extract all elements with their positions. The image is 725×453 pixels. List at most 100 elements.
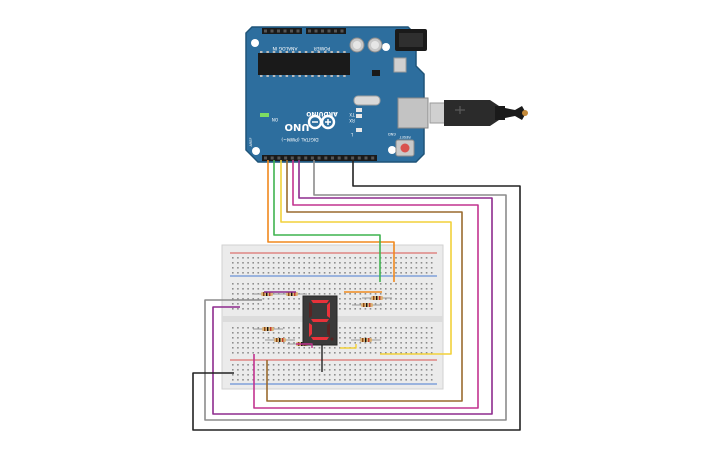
breadboard-hole[interactable]: [415, 352, 418, 354]
breadboard-hole[interactable]: [303, 347, 305, 349]
breadboard-hole[interactable]: [283, 283, 285, 285]
breadboard-hole[interactable]: [308, 379, 311, 381]
resistor[interactable]: [277, 292, 307, 296]
breadboard-hole[interactable]: [323, 374, 326, 376]
breadboard-hole[interactable]: [237, 369, 239, 371]
breadboard-hole[interactable]: [359, 283, 362, 285]
breadboard-hole[interactable]: [405, 288, 407, 290]
breadboard-hole[interactable]: [252, 303, 254, 305]
breadboard-hole[interactable]: [359, 369, 362, 371]
breadboard-hole[interactable]: [262, 283, 265, 285]
breadboard-hole[interactable]: [293, 298, 295, 300]
breadboard-hole[interactable]: [410, 364, 413, 366]
breadboard-hole[interactable]: [283, 272, 285, 274]
breadboard-hole[interactable]: [277, 347, 280, 349]
breadboard-hole[interactable]: [272, 352, 275, 354]
breadboard-hole[interactable]: [415, 267, 418, 269]
breadboard-hole[interactable]: [359, 379, 362, 381]
breadboard-hole[interactable]: [283, 379, 285, 381]
breadboard-hole[interactable]: [390, 364, 392, 366]
breadboard-hole[interactable]: [359, 303, 362, 305]
resistor[interactable]: [362, 296, 392, 300]
breadboard-hole[interactable]: [405, 332, 407, 334]
breadboard-hole[interactable]: [262, 267, 265, 269]
digital-pin[interactable]: [297, 156, 301, 160]
breadboard-hole[interactable]: [359, 352, 362, 354]
breadboard-hole[interactable]: [339, 262, 341, 264]
breadboard-hole[interactable]: [298, 303, 300, 305]
breadboard-hole[interactable]: [334, 364, 336, 366]
breadboard-hole[interactable]: [237, 327, 239, 329]
breadboard-hole[interactable]: [390, 283, 392, 285]
breadboard-hole[interactable]: [277, 257, 280, 259]
breadboard-hole[interactable]: [308, 283, 311, 285]
breadboard-hole[interactable]: [232, 293, 234, 295]
breadboard-hole[interactable]: [400, 364, 402, 366]
breadboard-hole[interactable]: [288, 347, 290, 349]
breadboard-hole[interactable]: [237, 337, 239, 339]
digital-pin[interactable]: [351, 156, 355, 160]
breadboard-hole[interactable]: [298, 374, 300, 376]
breadboard-hole[interactable]: [283, 364, 285, 366]
breadboard-hole[interactable]: [323, 283, 326, 285]
breadboard-hole[interactable]: [344, 272, 346, 274]
breadboard-hole[interactable]: [410, 272, 413, 274]
breadboard-hole[interactable]: [308, 262, 311, 264]
breadboard-hole[interactable]: [400, 257, 402, 259]
breadboard-hole[interactable]: [420, 327, 423, 329]
breadboard-hole[interactable]: [247, 288, 249, 290]
breadboard-hole[interactable]: [272, 288, 275, 290]
breadboard-hole[interactable]: [247, 337, 249, 339]
breadboard-hole[interactable]: [283, 342, 285, 344]
breadboard-hole[interactable]: [364, 288, 367, 290]
breadboard-hole[interactable]: [354, 298, 356, 300]
breadboard-hole[interactable]: [415, 327, 418, 329]
breadboard-hole[interactable]: [395, 352, 397, 354]
breadboard-hole[interactable]: [385, 379, 387, 381]
breadboard-hole[interactable]: [354, 369, 356, 371]
breadboard-hole[interactable]: [359, 374, 362, 376]
breadboard-hole[interactable]: [430, 272, 433, 274]
breadboard-hole[interactable]: [257, 364, 260, 366]
breadboard-hole[interactable]: [308, 267, 311, 269]
breadboard-hole[interactable]: [390, 379, 392, 381]
breadboard-hole[interactable]: [395, 267, 397, 269]
breadboard-hole[interactable]: [293, 337, 295, 339]
breadboard-hole[interactable]: [364, 337, 367, 339]
breadboard-hole[interactable]: [344, 327, 346, 329]
breadboard-hole[interactable]: [242, 369, 244, 371]
breadboard-hole[interactable]: [430, 364, 433, 366]
breadboard-hole[interactable]: [339, 267, 341, 269]
breadboard-hole[interactable]: [247, 267, 249, 269]
breadboard-hole[interactable]: [323, 352, 326, 354]
breadboard-hole[interactable]: [334, 293, 336, 295]
breadboard-hole[interactable]: [364, 257, 367, 259]
breadboard-hole[interactable]: [262, 369, 265, 371]
breadboard-hole[interactable]: [420, 342, 423, 344]
breadboard-hole[interactable]: [272, 283, 275, 285]
breadboard-hole[interactable]: [328, 369, 331, 371]
breadboard-hole[interactable]: [277, 379, 280, 381]
breadboard-hole[interactable]: [313, 283, 316, 285]
breadboard-hole[interactable]: [405, 347, 407, 349]
breadboard-hole[interactable]: [252, 352, 254, 354]
breadboard-hole[interactable]: [339, 364, 341, 366]
breadboard-hole[interactable]: [359, 272, 362, 274]
breadboard-hole[interactable]: [313, 364, 316, 366]
breadboard-hole[interactable]: [313, 369, 316, 371]
breadboard-hole[interactable]: [237, 288, 239, 290]
breadboard-hole[interactable]: [267, 379, 270, 381]
analog-pin[interactable]: [277, 29, 280, 33]
breadboard-hole[interactable]: [374, 364, 377, 366]
breadboard-hole[interactable]: [237, 293, 239, 295]
breadboard-hole[interactable]: [385, 364, 387, 366]
breadboard-hole[interactable]: [247, 332, 249, 334]
breadboard-hole[interactable]: [303, 262, 305, 264]
breadboard-hole[interactable]: [257, 288, 260, 290]
breadboard-hole[interactable]: [359, 364, 362, 366]
breadboard-hole[interactable]: [237, 257, 239, 259]
breadboard-hole[interactable]: [339, 283, 341, 285]
breadboard-hole[interactable]: [283, 257, 285, 259]
breadboard-hole[interactable]: [374, 257, 377, 259]
breadboard-hole[interactable]: [425, 347, 428, 349]
